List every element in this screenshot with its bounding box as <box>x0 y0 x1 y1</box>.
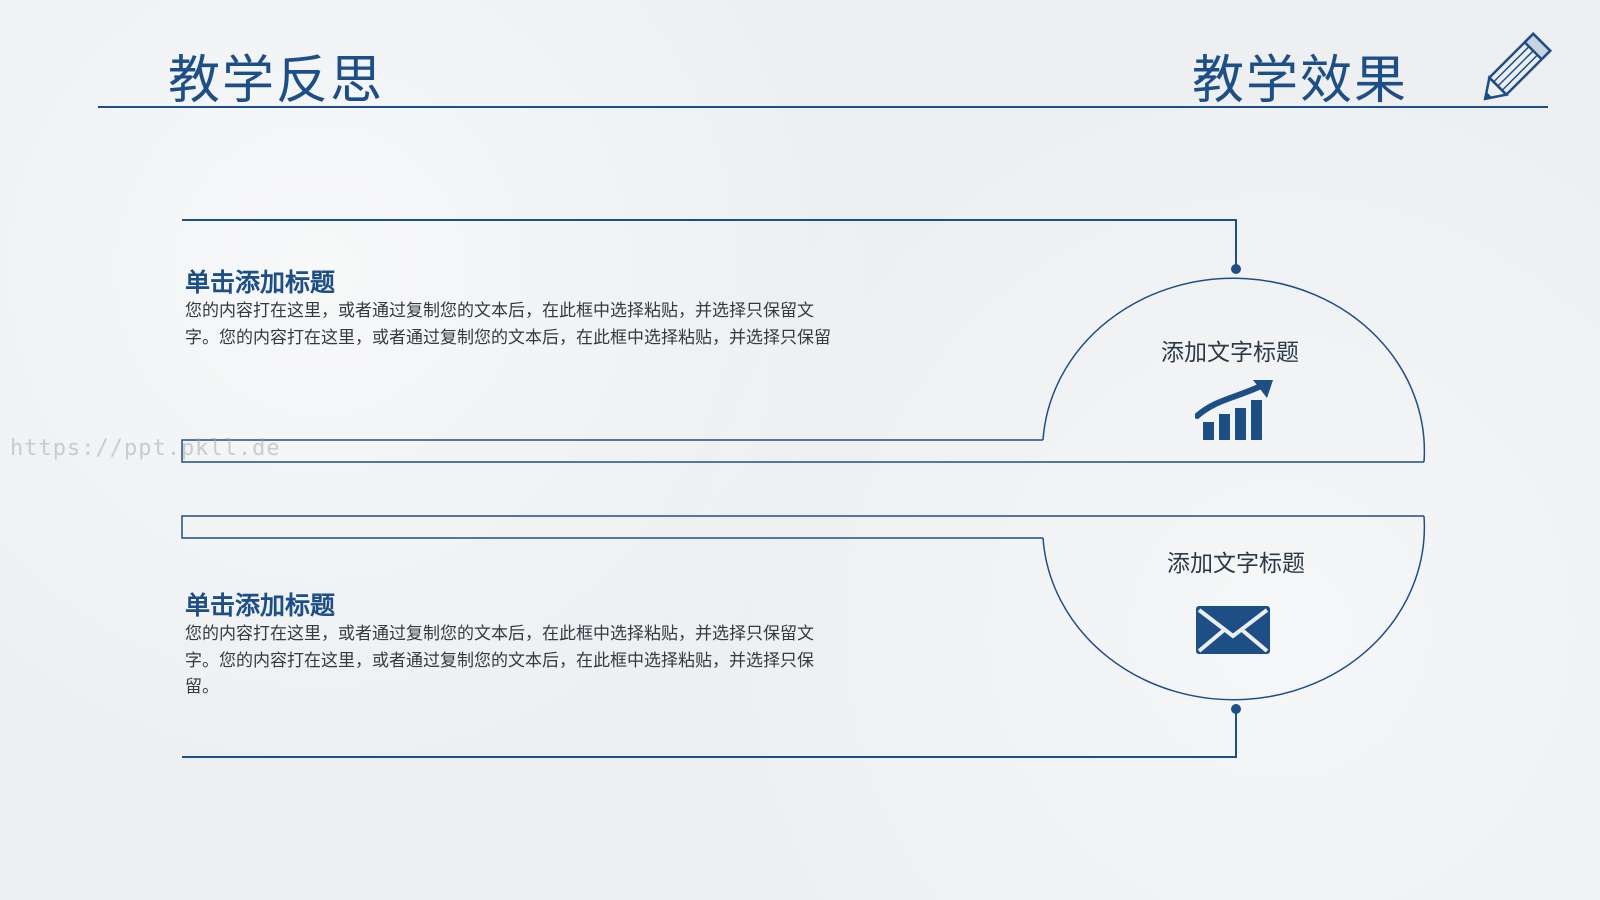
top-block-frame <box>182 219 1237 268</box>
block-heading-2: 单击添加标题 <box>185 591 336 620</box>
top-inner-line <box>181 439 1424 463</box>
bottom-inner-line <box>181 515 1424 539</box>
circle-title-1: 添加文字标题 <box>1161 340 1299 366</box>
bottom-connector-dot <box>1231 704 1241 714</box>
page-title-left: 教学反思 <box>168 51 385 111</box>
block-heading-1: 单击添加标题 <box>185 268 336 297</box>
bottom-half-circle <box>1042 515 1426 701</box>
watermark-url: https://ppt.pkll.de <box>10 436 281 461</box>
top-connector-dot <box>1231 264 1241 274</box>
pencil-icon <box>1483 32 1552 101</box>
block-body-2: 您的内容打在这里，或者通过复制您的文本后，在此框中选择粘贴，并选择只保留文字。您… <box>185 624 814 697</box>
page-title-right: 教学效果 <box>1192 51 1409 111</box>
bar-chart-growth-icon <box>1195 380 1273 440</box>
circle-title-2: 添加文字标题 <box>1167 551 1305 577</box>
block-body-1: 您的内容打在这里，或者通过复制您的文本后，在此框中选择粘贴，并选择只保留文字。您… <box>185 301 831 348</box>
bottom-block-frame <box>182 712 1237 758</box>
top-half-circle <box>1042 277 1426 463</box>
envelope-icon <box>1196 606 1270 654</box>
title-divider <box>98 106 1548 108</box>
